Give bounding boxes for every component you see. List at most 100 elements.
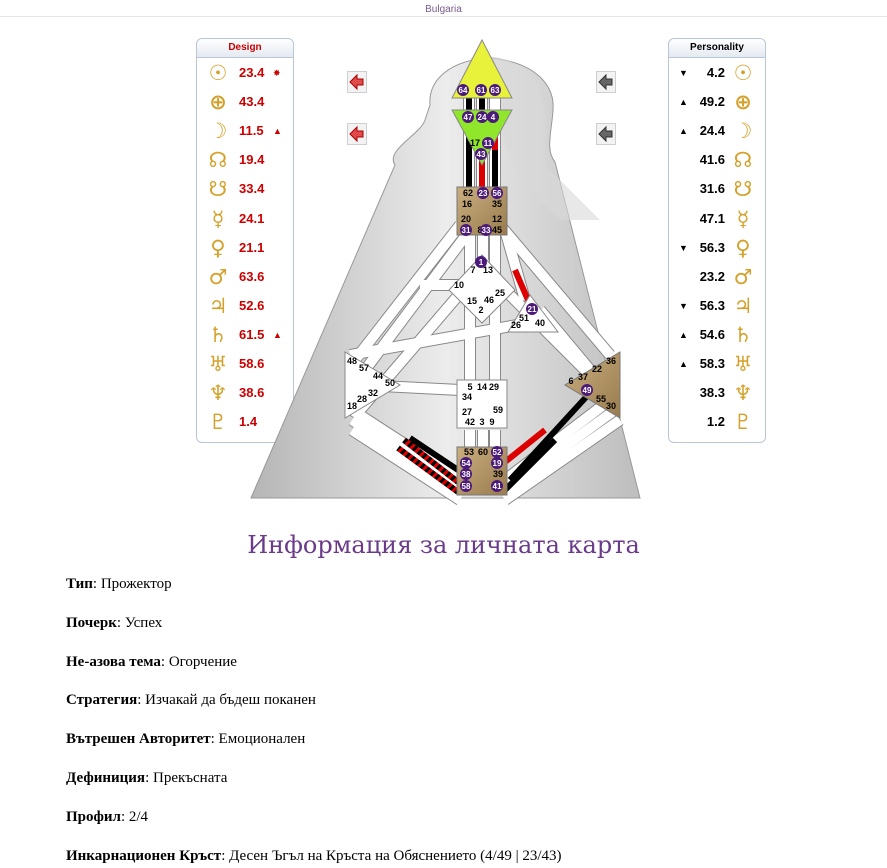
uranus-icon: ♅ bbox=[208, 352, 228, 376]
gate-label: 27 bbox=[462, 407, 472, 417]
gate-activation-marker bbox=[491, 446, 503, 458]
personality-mark: ▼ bbox=[679, 68, 688, 78]
design-row: ♆38.6 bbox=[197, 381, 293, 405]
gate-activation-marker bbox=[460, 224, 472, 236]
gate-label: 23 bbox=[479, 189, 488, 198]
gate-label: 26 bbox=[511, 320, 521, 330]
location-label: Bulgaria bbox=[425, 4, 462, 15]
jupiter-icon: ♃ bbox=[733, 293, 753, 318]
gate-activation-marker bbox=[476, 111, 488, 123]
venus-icon: ♀ bbox=[210, 235, 226, 260]
gate-label: 11 bbox=[484, 139, 493, 148]
personality-arrow-lower-button[interactable] bbox=[596, 123, 616, 145]
gate-label: 21 bbox=[528, 305, 537, 314]
personality-arrow-upper-button[interactable] bbox=[596, 71, 616, 93]
gate-activation-marker bbox=[462, 111, 474, 123]
gate-label: 25 bbox=[495, 288, 505, 298]
gate-label: 62 bbox=[463, 188, 473, 198]
design-value: 43.4 bbox=[239, 94, 265, 110]
uranus-icon: ♅ bbox=[733, 352, 753, 376]
design-value: 63.6 bbox=[239, 268, 265, 284]
design-arrow-upper-button[interactable] bbox=[347, 71, 367, 93]
personality-value: 1.2 bbox=[706, 414, 725, 430]
gate-label: 14 bbox=[477, 382, 487, 392]
personality-value: 49.2 bbox=[699, 94, 725, 110]
gate-label: 17 bbox=[470, 138, 480, 148]
gate-label: 9 bbox=[489, 417, 494, 427]
gate-label: 50 bbox=[385, 378, 395, 388]
personality-panel: Personality ☉4.2▼⊕49.2▲☽24.4▲☊41.6☋31.6☿… bbox=[668, 38, 766, 443]
gate-label: 5 bbox=[467, 382, 472, 392]
left-arrow-red-icon bbox=[349, 125, 364, 143]
design-arrow-lower-button[interactable] bbox=[347, 123, 367, 145]
gate-label: 61 bbox=[477, 86, 486, 95]
info-item: Стратегия: Изчакай да бъдеш поканен bbox=[66, 692, 316, 709]
design-row: ☿ 24.1 bbox=[197, 207, 293, 231]
north-node-icon: ☊ bbox=[733, 148, 753, 173]
personality-value: 56.3 bbox=[699, 239, 725, 255]
gate-label: 12 bbox=[492, 214, 502, 224]
gate-activation-marker bbox=[475, 84, 487, 96]
left-arrow-gray-icon bbox=[598, 73, 613, 91]
gate-label: 6 bbox=[568, 376, 573, 386]
left-arrow-gray-icon bbox=[598, 125, 613, 143]
design-value: 19.4 bbox=[239, 152, 265, 168]
info-item: Не-азова тема: Огорчение bbox=[66, 653, 237, 670]
personality-header: Personality bbox=[669, 39, 765, 58]
venus-icon: ♀ bbox=[735, 235, 751, 260]
gate-label: 58 bbox=[462, 482, 471, 491]
gate-label: 52 bbox=[493, 448, 502, 457]
gate-activation-marker bbox=[482, 137, 494, 149]
info-value: 2/4 bbox=[128, 808, 149, 825]
mars-icon: ♂ bbox=[208, 264, 228, 289]
gate-label: 56 bbox=[493, 189, 502, 198]
personality-mark: ▲ bbox=[679, 97, 688, 108]
gate-label: 29 bbox=[489, 382, 499, 392]
left-arrow-red-icon bbox=[349, 73, 364, 91]
info-value: Прекъсната bbox=[152, 770, 228, 786]
design-value: 24.1 bbox=[239, 210, 265, 226]
solar-plexus-center bbox=[564, 351, 621, 419]
personality-mark: ▲ bbox=[679, 329, 688, 340]
design-row: ♇1.4 bbox=[197, 410, 293, 434]
info-value: Десен Ъгъл на Кръста на Обяснението (4/4… bbox=[229, 847, 562, 864]
moon-icon: ☽ bbox=[208, 119, 228, 144]
gate-activation-marker bbox=[460, 480, 472, 492]
personality-row: ☊41.6 bbox=[669, 148, 765, 172]
design-row: ☊19.4 bbox=[197, 148, 293, 172]
gate-activation-marker bbox=[477, 187, 489, 199]
design-row: ⊕ 43.4 bbox=[197, 90, 293, 114]
info-item: Вътрешен Авторитет: Емоционален bbox=[66, 731, 306, 748]
gate-activation-marker bbox=[475, 148, 487, 160]
design-row: ☽11.5▲ bbox=[197, 119, 293, 143]
earth-icon: ⊕ bbox=[209, 90, 227, 115]
earth-icon: ⊕ bbox=[734, 90, 752, 115]
personality-mark: ▼ bbox=[679, 242, 688, 253]
pluto-icon: ♇ bbox=[733, 410, 753, 435]
gate-label: 39 bbox=[493, 469, 503, 479]
gate-label: 36 bbox=[606, 356, 616, 366]
info-title: Информация за личната карта bbox=[247, 531, 640, 559]
personality-row: ♆38.3 bbox=[669, 381, 765, 405]
design-mark: ▲ bbox=[273, 329, 282, 340]
g-center bbox=[448, 254, 516, 324]
gate-label: 59 bbox=[493, 405, 503, 415]
info-label: Дефиниция bbox=[66, 770, 146, 786]
top-bar: Bulgaria bbox=[0, 0, 887, 17]
info-label: Тип bbox=[66, 576, 93, 592]
gate-activation-marker bbox=[581, 384, 593, 396]
gate-label: 54 bbox=[462, 459, 471, 468]
mercury-icon: ☿ bbox=[211, 206, 225, 231]
info-value: Прожектор bbox=[100, 576, 172, 592]
personality-value: 23.2 bbox=[699, 268, 725, 284]
gate-label: 55 bbox=[596, 394, 606, 404]
personality-row: ☽24.4▲ bbox=[669, 119, 765, 143]
design-mark: ✸ bbox=[273, 68, 281, 78]
design-value: 58.6 bbox=[239, 356, 265, 371]
gate-label: 38 bbox=[462, 470, 471, 479]
sacral-center bbox=[456, 379, 508, 429]
gate-label: 60 bbox=[478, 447, 488, 457]
gate-label: 64 bbox=[459, 86, 468, 95]
gate-activation-marker bbox=[480, 224, 492, 236]
gate-activation-marker bbox=[526, 303, 538, 315]
